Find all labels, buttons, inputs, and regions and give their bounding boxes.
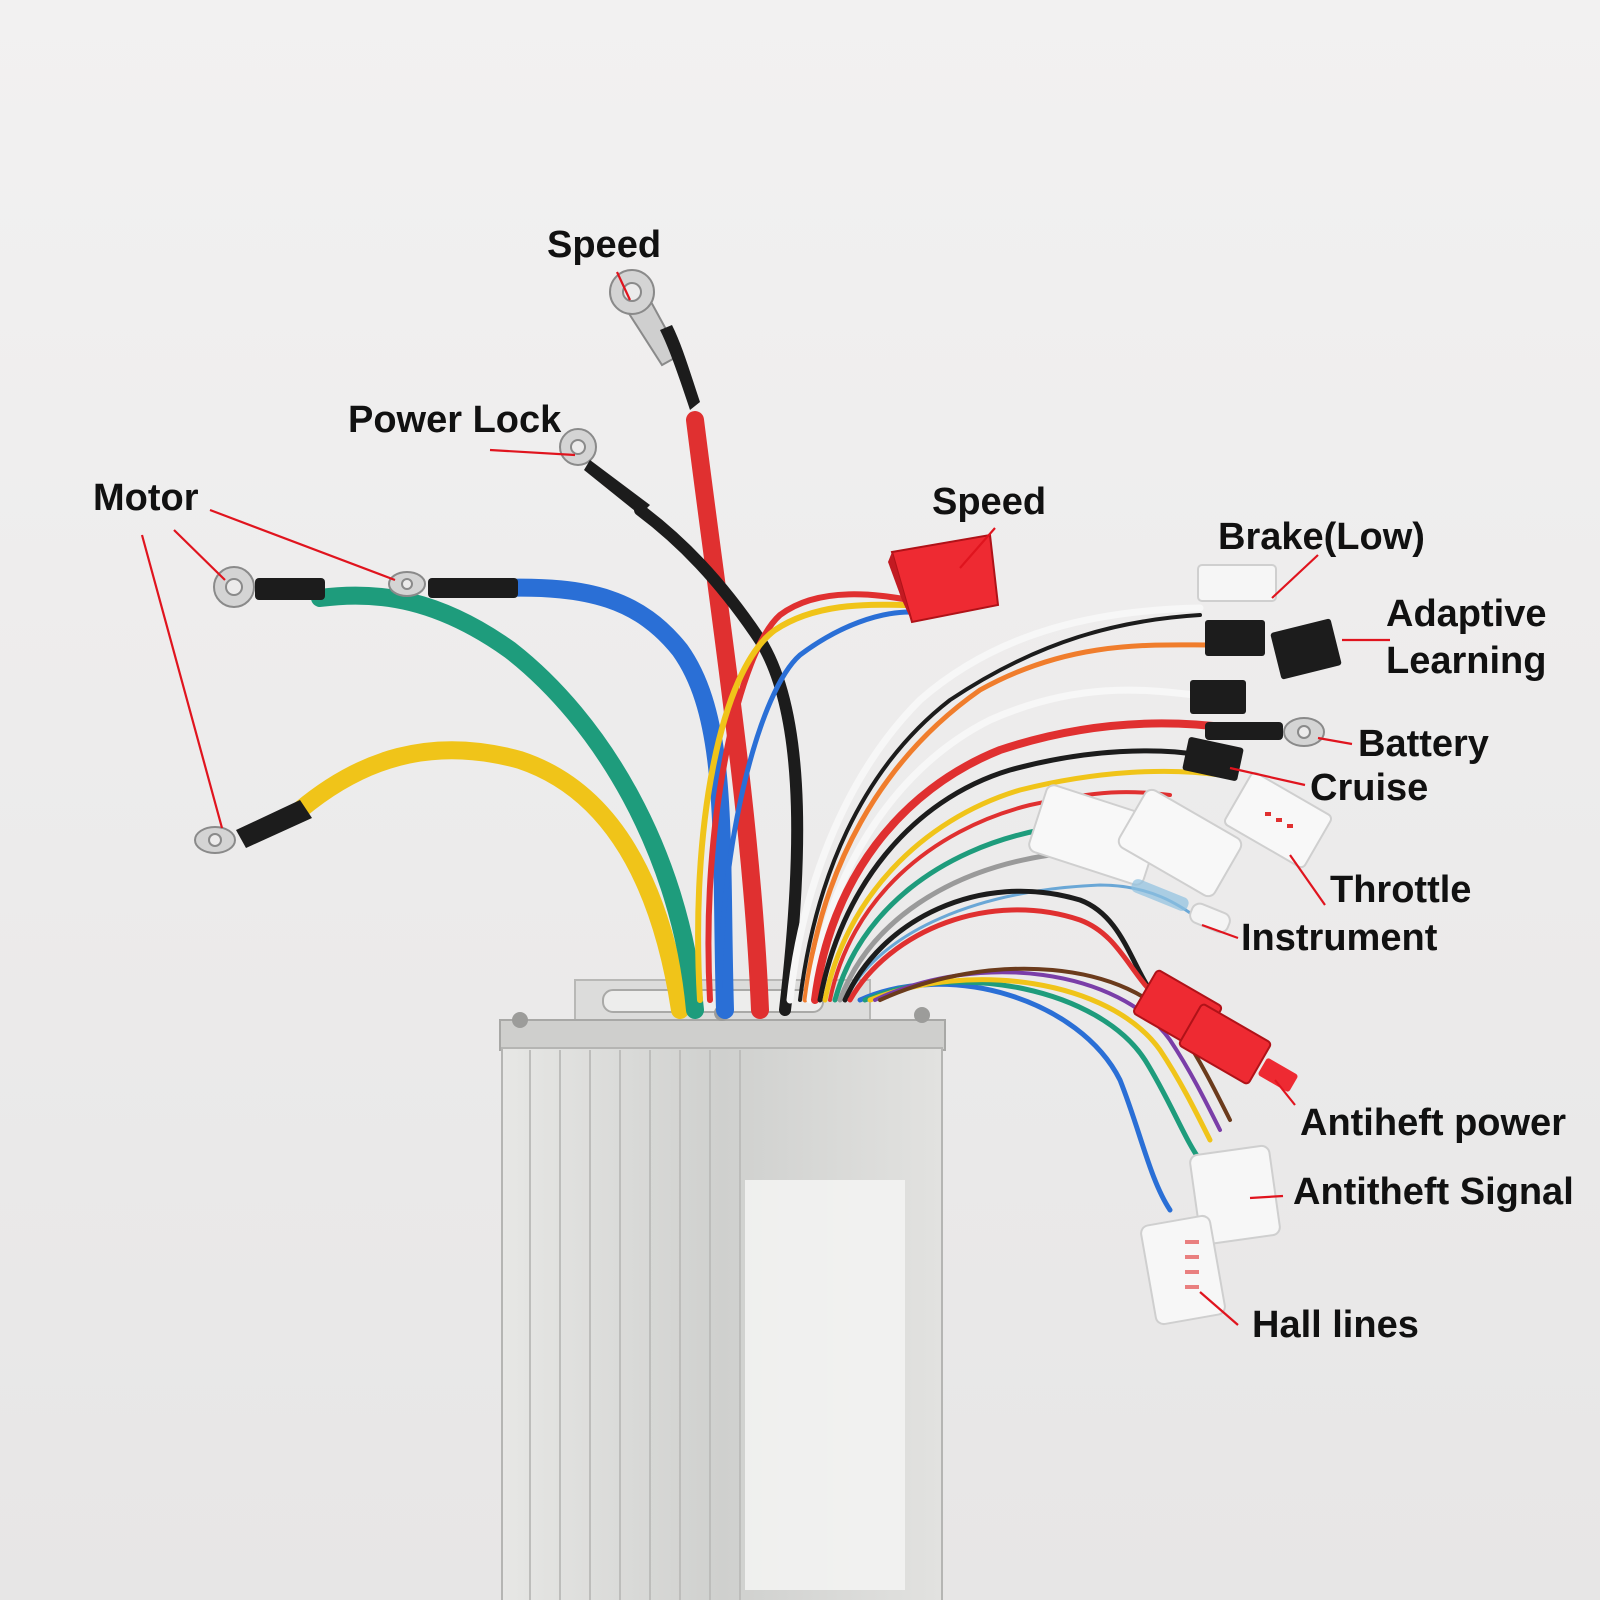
label-learning: Learning [1386,640,1546,682]
connector-speed-red [888,533,1000,624]
callout-labels: Speed Power Lock Motor Speed Brake(Low) … [93,224,1574,1346]
label-antitheft-power: Antiheft power [1300,1102,1566,1144]
label-cruise: Cruise [1310,767,1428,809]
connector-antitheft-signal-white [1189,1144,1281,1246]
connector-cruise-black [1182,737,1244,781]
label-plate-blurred [745,1180,905,1590]
label-battery: Battery [1358,723,1489,765]
label-brake-low: Brake(Low) [1218,516,1425,558]
wire-red-adaptive [802,642,1213,1003]
label-motor: Motor [93,477,199,519]
wire-white-adaptive [806,686,1199,1004]
wire-thin-yellow-speed [695,601,913,1003]
controller-housing [499,979,946,1600]
connector-hall-white [1140,1214,1226,1326]
label-adaptive: Adaptive [1386,593,1546,635]
wire-yellow-cruise [822,768,1223,1003]
leader-lines [140,271,1390,1326]
ring-terminal-motor-3 [194,800,312,854]
wire-black-brake [798,613,1202,1002]
wire-red-cruise [828,790,1172,1002]
wire-yellow-motor [291,741,689,1019]
label-speed-connector: Speed [932,481,1046,523]
label-power-lock: Power Lock [348,399,562,441]
connector-white-large [1028,784,1243,898]
wire-black-battery [817,748,1203,1003]
wire-black-power-lock [634,504,804,1016]
label-instrument: Instrument [1241,917,1438,959]
connector-adaptive-black [1205,618,1342,680]
wire-red-battery [811,719,1234,1004]
connector-black-small [1190,680,1246,714]
connector-brake-white [1197,564,1277,602]
wire-yellow-hall [867,977,1213,1143]
label-hall-lines: Hall lines [1252,1304,1419,1346]
wire-thin-blue-speed [717,609,913,1003]
ring-terminal-motor-1 [213,566,325,608]
wire-black-antitheft-power [842,888,1153,1003]
label-speed-top: Speed [547,224,661,266]
wire-bundle [291,411,1234,1213]
wire-blue-motor [491,578,734,1019]
ring-terminal-power-lock [559,428,650,515]
wire-red-antitheft-power [847,907,1163,1003]
connector-antitheft-power-red [1133,969,1298,1092]
ring-terminal-motor-2 [388,571,518,598]
wire-white-brake [786,604,1204,1004]
wire-green-motor [311,586,704,1019]
label-throttle: Throttle [1330,869,1471,911]
label-antitheft-signal: Antitheft Signal [1293,1171,1574,1213]
connector-throttle-white [1223,771,1333,869]
ring-terminal-battery [1205,717,1325,747]
